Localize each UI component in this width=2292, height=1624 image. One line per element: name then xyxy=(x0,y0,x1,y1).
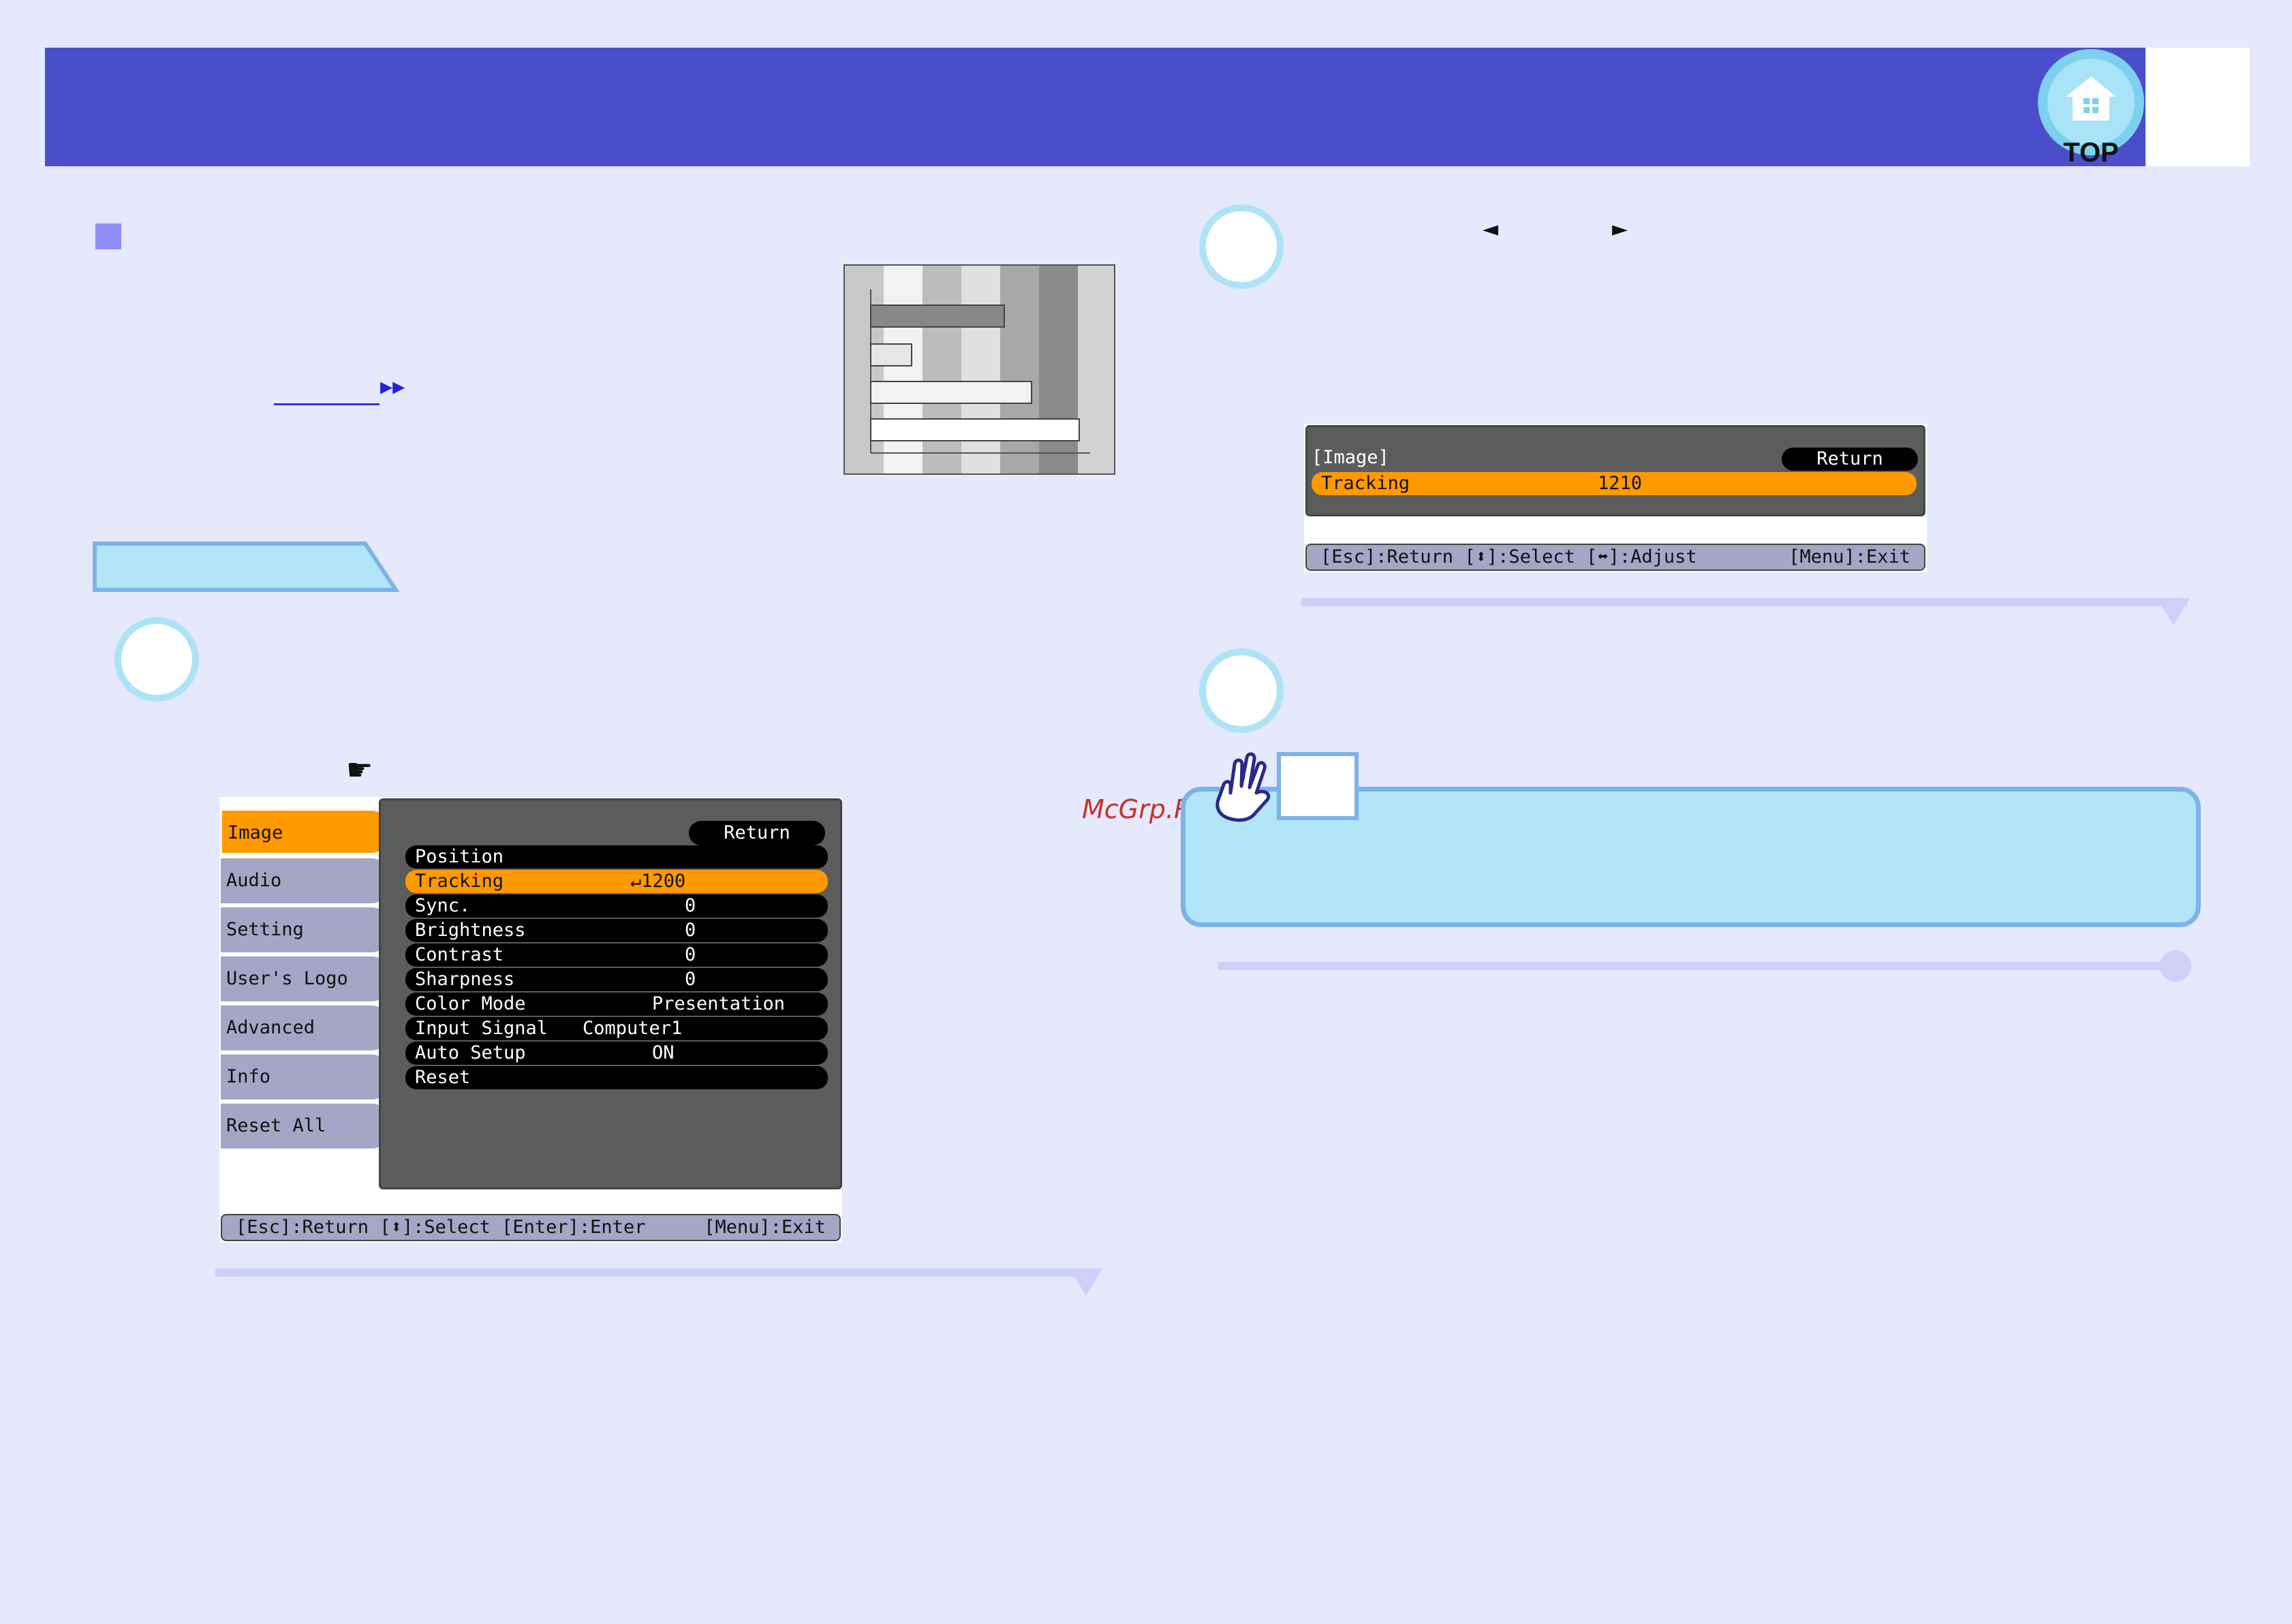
step-divider-left xyxy=(215,1268,1094,1277)
link-arrow-icon[interactable]: ▸▸ xyxy=(380,373,405,401)
section-square-bullet xyxy=(95,223,121,249)
sidebar-item-reset-all[interactable]: Reset All xyxy=(221,1104,387,1149)
input-signal-value: Computer1 xyxy=(583,1018,683,1039)
image-settings-panel: Return Position Tracking↵1200 Sync.0 Bri… xyxy=(379,798,842,1189)
contrast-value: 0 xyxy=(685,944,696,965)
tracking-value: ↵1200 xyxy=(630,871,686,892)
reference-link[interactable] xyxy=(274,403,380,405)
projector-adjust-menu: [Image] Return Tracking 1210 [Esc]:Retur… xyxy=(1304,424,1927,572)
brightness-value: 0 xyxy=(685,920,696,941)
return-button[interactable]: Return xyxy=(689,821,825,845)
tracking-adjust-panel: [Image] Return Tracking 1210 xyxy=(1305,425,1925,516)
adjust-menu-title: [Image] xyxy=(1312,447,1389,468)
menu-row-sync[interactable]: Sync.0 xyxy=(405,894,828,918)
sidebar-item-users-logo[interactable]: User's Logo xyxy=(221,956,387,1001)
left-arrow-icon: ◄ xyxy=(1483,217,1499,241)
header-page-corner xyxy=(2146,48,2250,166)
header-bar xyxy=(45,48,2146,166)
adjust-row-tracking[interactable]: Tracking 1210 xyxy=(1312,472,1917,495)
hand-pointer-icon: ☛ xyxy=(346,753,373,787)
tracking-stripe-illustration xyxy=(843,264,1115,475)
menu-row-position[interactable]: Position xyxy=(405,845,828,869)
pointing-hand-icon xyxy=(1215,752,1271,822)
adjust-status-bar: [Esc]:Return [⬍]:Select [⬌]:Adjust [Menu… xyxy=(1305,544,1925,571)
step-divider-right-arrow xyxy=(2157,598,2190,625)
step-3-circle xyxy=(1199,649,1284,733)
step-divider-right xyxy=(1301,598,2187,606)
sidebar-item-image[interactable]: Image xyxy=(221,809,387,854)
step-2-circle xyxy=(1199,204,1284,289)
sidebar-item-audio[interactable]: Audio xyxy=(221,858,387,903)
menu-status-bar: [Esc]:Return [⬍]:Select [Enter]:Enter [M… xyxy=(221,1214,841,1241)
adjust-return-button[interactable]: Return xyxy=(1782,448,1918,471)
procedure-tab xyxy=(93,542,399,592)
tip-note-tab xyxy=(1277,752,1359,820)
auto-setup-value: ON xyxy=(652,1042,675,1063)
sidebar-item-info[interactable]: Info xyxy=(221,1055,387,1099)
top-badge-label: TOP xyxy=(2063,138,2119,165)
step-1-circle xyxy=(114,617,199,702)
color-mode-value: Presentation xyxy=(652,993,786,1014)
step-divider-left-arrow xyxy=(1070,1268,1102,1296)
sidebar-item-advanced[interactable]: Advanced xyxy=(221,1005,387,1050)
adjust-tracking-value: 1210 xyxy=(1598,473,1643,494)
menu-row-tracking[interactable]: Tracking↵1200 xyxy=(405,870,828,893)
sharpness-value: 0 xyxy=(685,969,696,990)
section-end-line xyxy=(1218,962,2179,970)
section-end-dot xyxy=(2160,950,2191,982)
right-arrow-icon: ► xyxy=(1612,217,1628,241)
sidebar-item-setting[interactable]: Setting xyxy=(221,907,387,952)
menu-row-reset[interactable]: Reset xyxy=(405,1066,828,1089)
sync-value: 0 xyxy=(685,895,696,916)
projector-main-menu: Image Audio Setting User's Logo Advanced… xyxy=(219,797,842,1243)
top-home-icon[interactable]: TOP xyxy=(2034,49,2148,165)
